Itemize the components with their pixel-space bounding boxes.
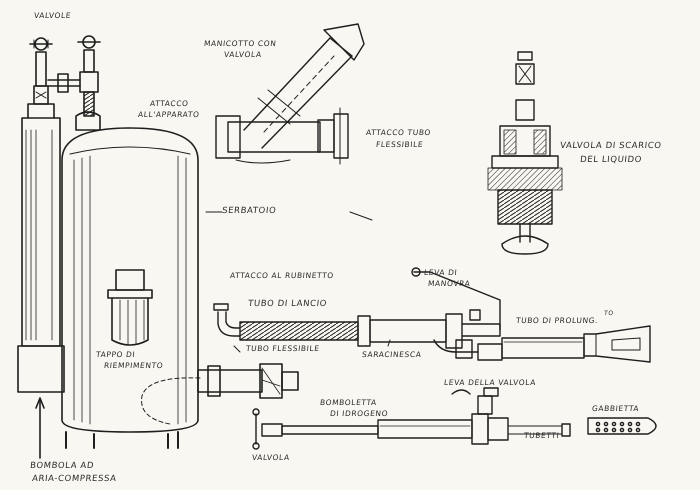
label-valvola-scarico-1: VALVOLA DI SCARICO: [559, 141, 663, 151]
label-tubo-flessibile: TUBO FLESSIBILE: [245, 344, 321, 353]
leader-attacco: [349, 211, 373, 221]
label-attacco-rubinetto: ATTACCO AL RUBINETTO: [229, 271, 335, 280]
label-tubo-prolung-sup: TO: [603, 310, 614, 317]
label-valvola-scarico-2: DEL LIQUIDO: [579, 155, 643, 165]
label-leva-manovra-1: LEVA DI: [423, 268, 458, 277]
launch-assembly: [213, 267, 651, 363]
label-attacco-tubo-2: FLESSIBILE: [375, 140, 424, 149]
label-saracinesca: SARACINESCA: [361, 350, 422, 359]
main-tank: [61, 127, 299, 449]
label-valvola-a: VALVOLA: [251, 453, 291, 462]
label-tubetti: TUBETTI: [523, 431, 560, 440]
valve-sleeve: [215, 23, 365, 165]
air-cylinder: [17, 37, 65, 393]
label-bombola-1: BOMBOLA AD: [29, 461, 95, 471]
label-valvole: VALVOLE: [33, 11, 72, 20]
small-cage: [587, 417, 657, 435]
label-attacco-app-1: ATTACCO: [149, 99, 190, 108]
label-bomboletta-1: BOMBOLETTA: [319, 398, 378, 407]
label-tappo-1: TAPPO DI: [95, 350, 136, 359]
label-tubo-lancio: TUBO DI LANCIO: [247, 299, 328, 309]
label-leva-valvola: LEVA DELLA VALVOLA: [443, 378, 537, 387]
label-tubo-prolung: TUBO DI PROLUNG.: [515, 316, 599, 325]
label-tappo-2: RIEMPIMENTO: [103, 361, 164, 370]
label-bomboletta-2: DI IDROGENO: [329, 409, 389, 418]
label-bombola-2: ARIA-COMPRESSA: [31, 474, 118, 484]
tank-valves: [47, 35, 101, 131]
label-manicotto-2: VALVOLA: [223, 50, 263, 59]
hydrogen-assembly: [252, 387, 571, 450]
label-leva-manovra-2: MANOVRA: [427, 279, 471, 288]
label-attacco-tubo-1: ATTACCO TUBO: [365, 128, 432, 137]
label-manicotto-1: MANICOTTO CON: [203, 39, 277, 48]
label-serbatoio: SERBATOIO: [221, 206, 277, 216]
label-attacco-app-2: ALL'APPARATO: [137, 110, 201, 119]
drain-valve: [487, 51, 563, 255]
label-gabbietta: GABBIETTA: [591, 404, 640, 413]
